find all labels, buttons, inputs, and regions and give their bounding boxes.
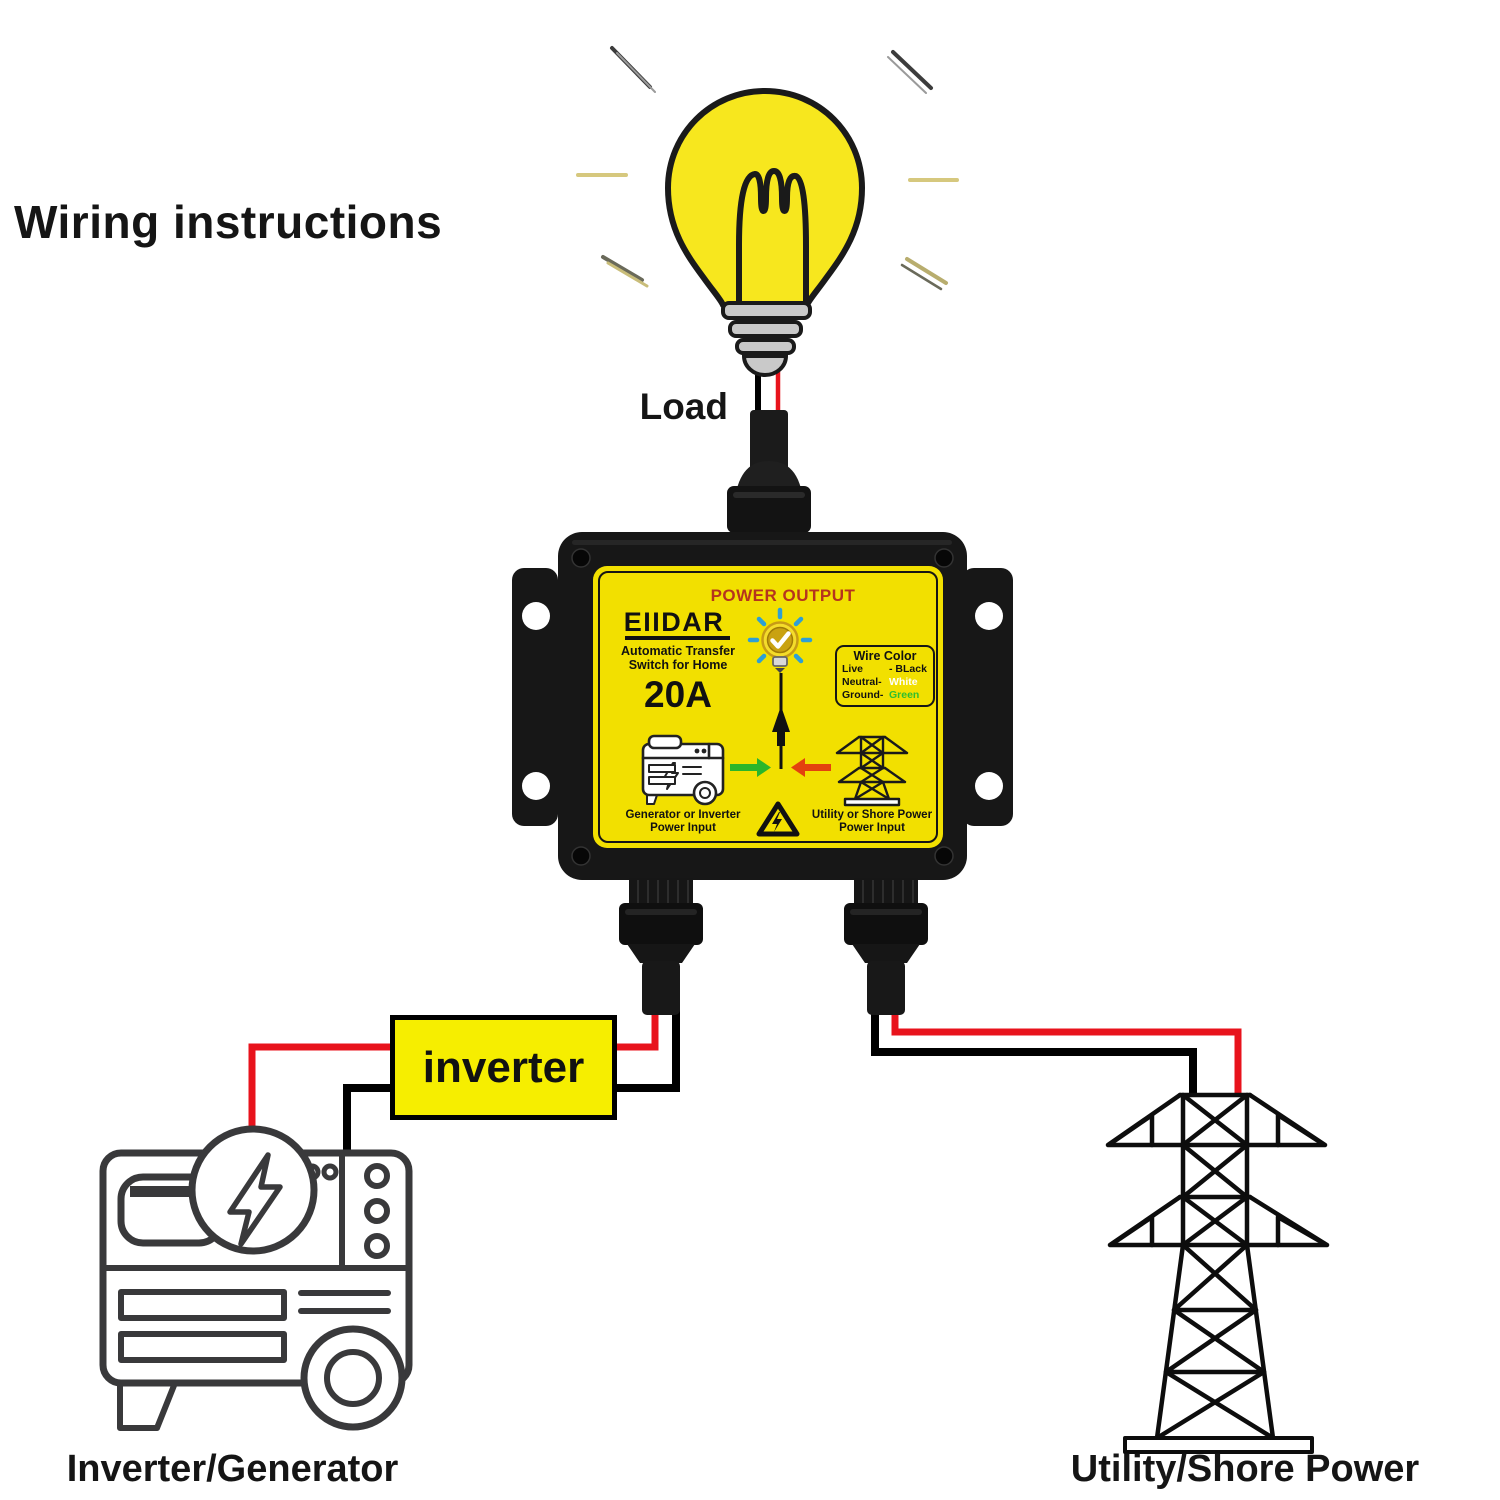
power-tower-icon (1105, 1092, 1330, 1454)
device-label-graphics (641, 607, 909, 837)
wire-color-title: Wire Color (853, 649, 917, 663)
left-flange (512, 568, 558, 826)
corner-screws (571, 548, 954, 866)
warning-triangle-icon (756, 801, 800, 837)
generator-input-arrow (730, 758, 771, 777)
utility-input-arrow (791, 758, 831, 777)
generator-input-line2: Power Input (650, 821, 716, 834)
inverter-generator-label: Inverter/Generator (66, 1448, 399, 1490)
wire-color-row-value: - BLack (889, 663, 927, 675)
amp-rating: 20A (644, 674, 712, 715)
device-label-border (598, 571, 938, 843)
wire-color-row-value: White (889, 676, 918, 688)
generator-input-label: Generator or Inverter Power Input (608, 809, 758, 834)
right-flange (962, 568, 1013, 826)
wire-color-row-label: Ground- (842, 689, 884, 701)
power-output-text: POWER OUTPUT (710, 586, 856, 605)
wire-color-row: Neutral- White (842, 676, 928, 689)
bulb-base (721, 301, 812, 377)
wire-color-box: Wire Color Live - BLack Neutral- White G… (835, 645, 935, 707)
generator-icon (641, 734, 725, 806)
utility-input-label: Utility or Shore Power Power Input (797, 809, 947, 834)
bulb-filament (736, 168, 809, 305)
load-label: Load (639, 386, 728, 427)
generator-input-line1: Generator or Inverter (625, 809, 741, 821)
product-name-line1: Automatic Transfer (621, 644, 735, 658)
utility-input-line2: Power Input (839, 821, 905, 834)
wire-color-row: Live - BLack (842, 663, 928, 676)
device-label: POWER OUTPUT EIIDAR Automatic Transfer S… (593, 566, 943, 848)
wire-color-row-label: Neutral- (842, 676, 882, 688)
product-name-line2: Switch for Home (628, 658, 728, 672)
wire-color-row-value: Green (889, 689, 920, 701)
wire-color-row: Ground- Green (842, 689, 928, 702)
mounting-holes (522, 602, 1003, 800)
bulb-rays (576, 46, 959, 291)
brand-underline (625, 636, 730, 640)
inverter-label: inverter (422, 1042, 585, 1092)
output-arrow (772, 673, 790, 769)
wire-color-row-label: Live (842, 663, 864, 675)
utility-wire-black (871, 1005, 1197, 1096)
cable-gland-icon (727, 410, 811, 533)
inverter-box: inverter (390, 1015, 617, 1120)
utility-input-line1: Utility or Shore Power (811, 809, 933, 821)
generator-icon (99, 1125, 413, 1431)
bulb-check-icon (747, 607, 813, 673)
page-title: Wiring instructions (14, 196, 443, 248)
light-bulb-icon (576, 46, 959, 377)
brand-logo: EIIDAR (623, 607, 725, 637)
power-tower-icon (835, 735, 909, 807)
cable-gland-icon (619, 878, 703, 1015)
utility-shore-power-label: Utility/Shore Power (1070, 1448, 1420, 1490)
cable-gland-icon (844, 878, 928, 1015)
utility-wire-red (891, 1005, 1242, 1096)
